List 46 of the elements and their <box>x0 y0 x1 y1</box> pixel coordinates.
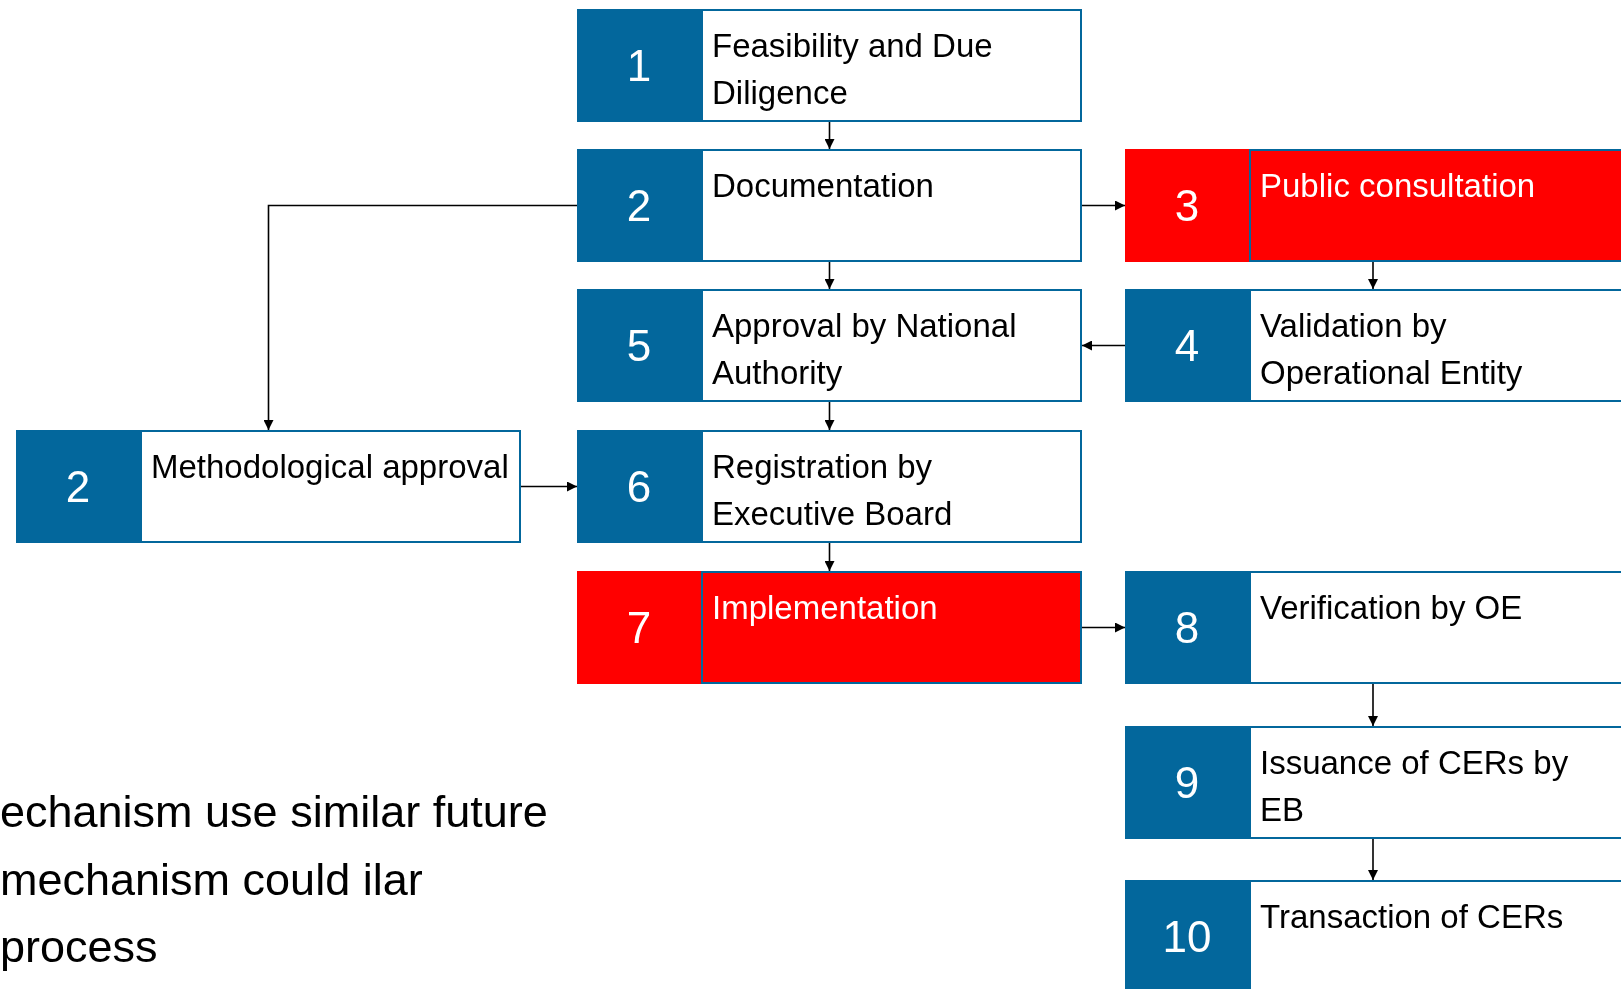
step-text: Validation by Operational Entity <box>1260 306 1524 393</box>
step-number: 8 <box>1125 571 1251 684</box>
step-number: 1 <box>577 9 703 122</box>
step-number: 10 <box>1125 880 1251 989</box>
step-text: Implementation <box>712 588 939 628</box>
process-box <box>1125 289 1621 402</box>
step-text: Approval by National Authority <box>712 306 1018 393</box>
arrow <box>1081 622 1126 633</box>
process-box <box>577 9 1082 122</box>
process-box <box>1125 571 1621 684</box>
step-number: 6 <box>577 430 703 543</box>
process-box <box>1125 726 1621 839</box>
arrow <box>824 121 835 150</box>
step-text: Methodological approval <box>151 447 510 487</box>
arrow <box>1368 261 1378 290</box>
arrow <box>1081 340 1126 351</box>
note-text: echanism use similar future mechanism could ilar process <box>0 785 549 974</box>
step-number: 3 <box>1125 149 1251 262</box>
step-number: 7 <box>577 571 703 684</box>
arrow <box>824 542 835 572</box>
arrow <box>263 204 578 431</box>
step-number: 5 <box>577 289 703 402</box>
arrow <box>520 481 578 492</box>
process-box <box>577 571 1082 684</box>
process-box <box>577 430 1082 543</box>
step-text: Registration by Executive Board <box>712 447 954 534</box>
step-text: Documentation <box>712 166 935 206</box>
process-box <box>577 149 1082 262</box>
step-number: 2 <box>16 430 142 543</box>
step-number: 2 <box>577 149 703 262</box>
arrow <box>1368 683 1378 727</box>
process-box <box>577 289 1082 402</box>
step-text: Issuance of CERs by EB <box>1260 743 1570 830</box>
step-text: Public consultation <box>1260 166 1537 206</box>
arrow <box>1368 838 1378 881</box>
arrow <box>824 261 835 290</box>
arrow <box>824 401 835 431</box>
process-box <box>1125 149 1621 262</box>
step-text: Transaction of CERs <box>1260 897 1565 937</box>
arrow <box>1081 200 1126 211</box>
step-text: Feasibility and Due Diligence <box>712 26 994 113</box>
process-box <box>16 430 521 543</box>
step-number: 4 <box>1125 289 1251 402</box>
step-text: Verification by OE <box>1260 588 1524 628</box>
step-number: 9 <box>1125 726 1251 839</box>
process-box <box>1125 880 1621 989</box>
